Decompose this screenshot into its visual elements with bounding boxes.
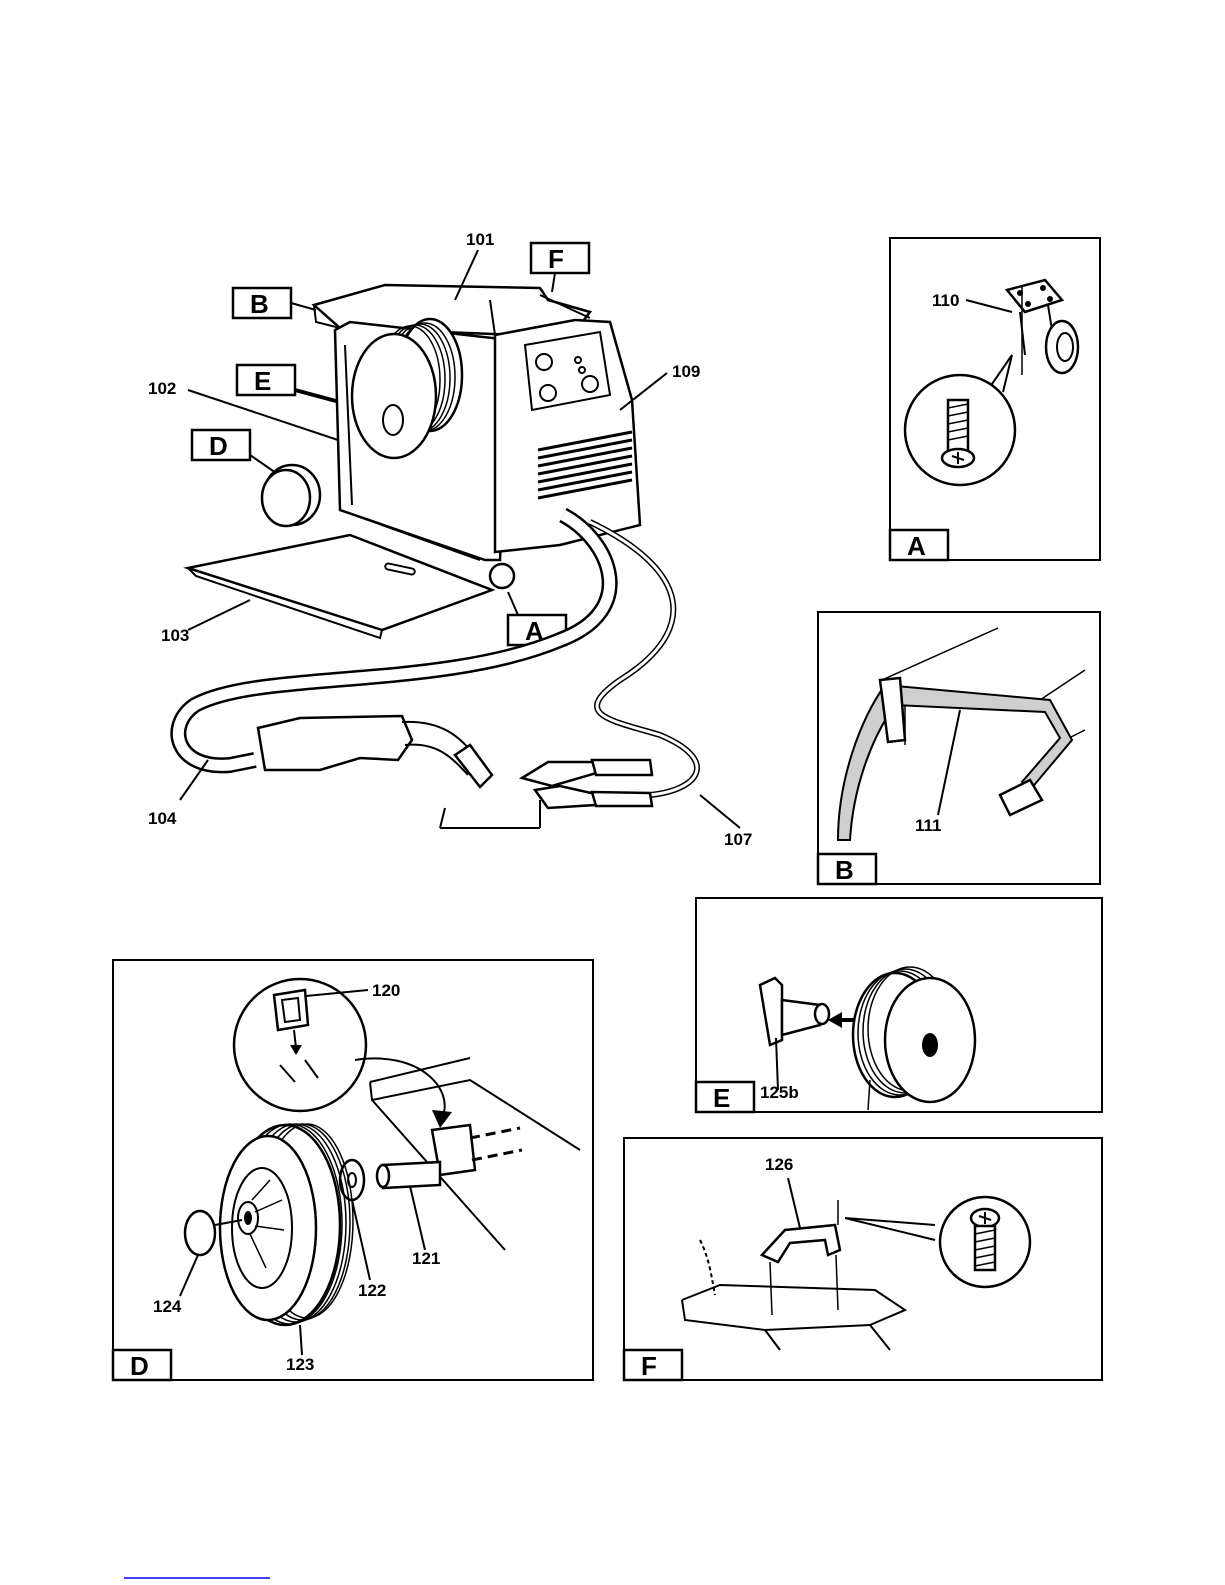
main-welder-illustration: F B E D A — [148, 230, 752, 849]
part-125b: 125b — [760, 1083, 799, 1102]
tag-b-label: B — [250, 289, 269, 319]
panel-e-tag: E — [713, 1083, 730, 1113]
part-120: 120 — [372, 981, 400, 1000]
panel-d-tag: D — [130, 1351, 149, 1381]
panel-f-frame — [624, 1138, 1102, 1380]
part-102: 102 — [148, 379, 176, 398]
tag-e-label: E — [254, 366, 271, 396]
part-101: 101 — [466, 230, 494, 249]
panel-f-tag: F — [641, 1351, 657, 1381]
tag-f-label: F — [548, 244, 564, 274]
panel-d: D 120 121 122 123 — [113, 960, 593, 1381]
part-110: 110 — [932, 291, 959, 310]
part-121: 121 — [412, 1249, 440, 1268]
part-124: 124 — [153, 1297, 182, 1316]
panel-b-tag: B — [835, 855, 854, 885]
part-111: 111 — [915, 816, 942, 835]
part-126: 126 — [765, 1155, 793, 1174]
panel-f: F 126 — [624, 1138, 1102, 1381]
part-104: 104 — [148, 809, 177, 828]
part-107: 107 — [724, 830, 752, 849]
part-122: 122 — [358, 1281, 386, 1300]
part-109: 109 — [672, 362, 700, 381]
panel-b: B 111 — [818, 612, 1100, 885]
panel-a-tag: A — [907, 531, 926, 561]
tag-d-label: D — [209, 431, 228, 461]
panel-a: A 110 — [890, 238, 1100, 561]
part-123: 123 — [286, 1355, 314, 1374]
part-103: 103 — [161, 626, 189, 645]
panel-e: E 125b — [696, 898, 1102, 1113]
